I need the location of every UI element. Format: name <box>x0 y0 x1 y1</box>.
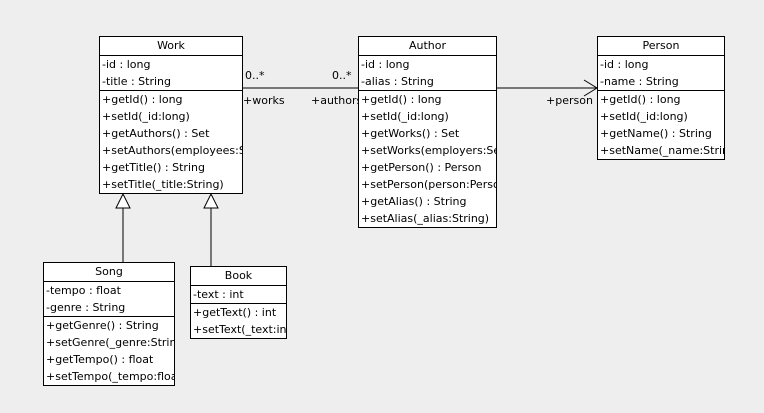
method: +getText() : int <box>193 306 277 319</box>
role-label-authors: +authors <box>311 94 363 107</box>
method: +setTempo(_tempo:float) <box>46 370 174 383</box>
attribute: -id : long <box>361 58 410 71</box>
class-author-attributes: -id : long -alias : String <box>359 56 496 91</box>
method: +getWorks() : Set <box>361 127 460 140</box>
class-author-name: Author <box>359 37 496 56</box>
method: +setPerson(person:Person) <box>361 178 496 191</box>
method: +setId(_id:long) <box>102 110 190 123</box>
generalization-triangle-icon <box>203 192 219 209</box>
method: +setId(_id:long) <box>361 110 449 123</box>
method: +getAuthors() : Set <box>102 127 210 140</box>
method: +getId() : long <box>102 93 183 106</box>
attribute: -id : long <box>600 58 649 71</box>
class-song-name: Song <box>44 263 174 282</box>
class-work-name: Work <box>100 37 242 56</box>
method: +getPerson() : Person <box>361 161 482 174</box>
role-label-person: +person <box>546 94 593 107</box>
method: +setText(_text:int) <box>193 323 286 336</box>
class-book-methods: +getText() : int +setText(_text:int) <box>191 304 286 338</box>
method: +setTitle(_title:String) <box>102 178 224 191</box>
method: +getTempo() : float <box>46 353 154 366</box>
method: +setName(_name:String) <box>600 144 724 157</box>
method: +setAlias(_alias:String) <box>361 212 490 225</box>
method: +setWorks(employers:Set) <box>361 144 496 157</box>
method: +getTitle() : String <box>102 161 205 174</box>
class-song-attributes: -tempo : float -genre : String <box>44 282 174 317</box>
method: +getGenre() : String <box>46 319 159 332</box>
multiplicity-author-end: 0..* <box>332 69 352 82</box>
class-book-attributes: -text : int <box>191 286 286 304</box>
attribute: -name : String <box>600 75 679 88</box>
class-song-methods: +getGenre() : String +setGenre(_genre:St… <box>44 317 174 385</box>
method: +getName() : String <box>600 127 712 140</box>
generalization-song-work[interactable] <box>115 192 131 262</box>
attribute: -title : String <box>102 75 172 88</box>
class-book-name: Book <box>191 267 286 286</box>
class-person-attributes: -id : long -name : String <box>598 56 724 91</box>
class-work[interactable]: Work -id : long -title : String +getId()… <box>99 36 243 194</box>
class-song[interactable]: Song -tempo : float -genre : String +get… <box>43 262 175 386</box>
attribute: -tempo : float <box>46 284 121 297</box>
method: +setAuthors(employees:Set) <box>102 144 242 157</box>
attribute: -genre : String <box>46 301 126 314</box>
attribute: -id : long <box>102 58 151 71</box>
class-person-methods: +getId() : long +setId(_id:long) +getNam… <box>598 91 724 159</box>
class-author[interactable]: Author -id : long -alias : String +getId… <box>358 36 497 228</box>
method: +getAlias() : String <box>361 195 467 208</box>
class-work-methods: +getId() : long +setId(_id:long) +getAut… <box>100 91 242 193</box>
class-person-name: Person <box>598 37 724 56</box>
class-work-attributes: -id : long -title : String <box>100 56 242 91</box>
class-author-methods: +getId() : long +setId(_id:long) +getWor… <box>359 91 496 227</box>
attribute: -alias : String <box>361 75 434 88</box>
method: +getId() : long <box>361 93 442 106</box>
method: +setId(_id:long) <box>600 110 688 123</box>
method: +setGenre(_genre:String) <box>46 336 174 349</box>
method: +getId() : long <box>600 93 681 106</box>
role-label-works: +works <box>243 94 285 107</box>
generalization-triangle-icon <box>115 192 131 209</box>
class-person[interactable]: Person -id : long -name : String +getId(… <box>597 36 725 160</box>
generalization-book-work[interactable] <box>203 192 219 266</box>
attribute: -text : int <box>193 288 244 301</box>
multiplicity-work-end: 0..* <box>245 69 265 82</box>
class-book[interactable]: Book -text : int +getText() : int +setTe… <box>190 266 287 339</box>
